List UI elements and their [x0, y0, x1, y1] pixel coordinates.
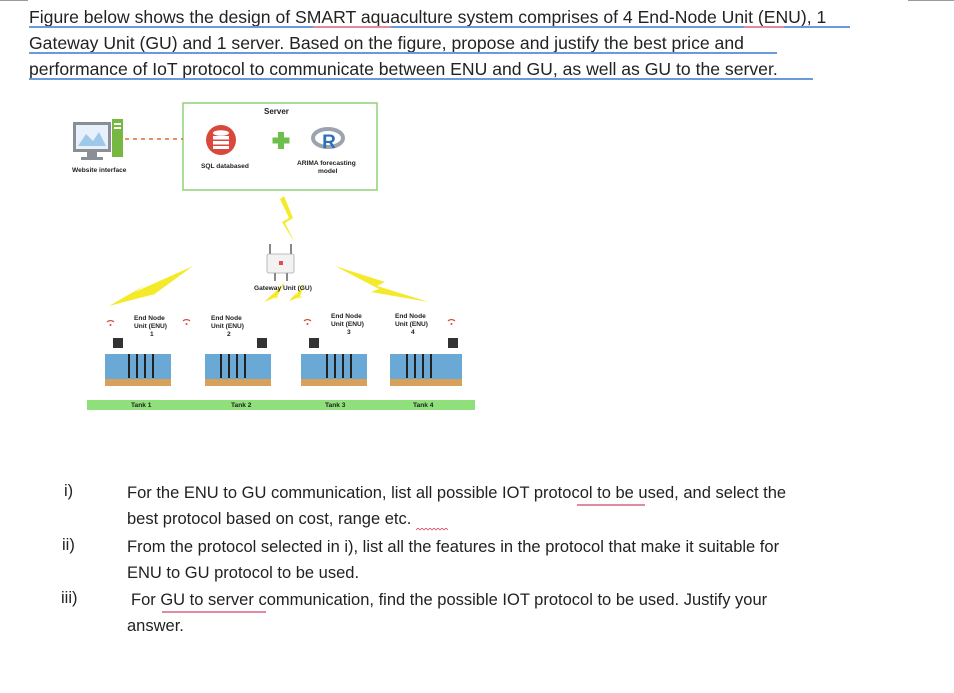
question-number: i)	[64, 482, 74, 500]
question-number: ii)	[62, 536, 75, 554]
spelling-underline-protocol	[577, 504, 645, 506]
tank-label: Tank 2	[231, 402, 252, 409]
svg-text:R: R	[322, 132, 336, 153]
intro-line-2: Gateway Unit (GU) and 1 server. Based on…	[29, 33, 744, 53]
wifi-icon	[303, 319, 312, 325]
tank-label: Tank 1	[131, 402, 152, 409]
enu-label-number: 4	[411, 329, 415, 336]
intro-line-1: Figure below shows the design of SMART a…	[29, 7, 827, 27]
spelling-underline-smart	[313, 26, 391, 28]
question-text-line: From the protocol selected in i), list a…	[127, 538, 780, 556]
bolt-enu3-gu	[289, 283, 305, 301]
gateway-label: Gateway Unit (GU)	[254, 285, 312, 292]
enu-label-number: 3	[347, 329, 351, 336]
tank-illustration	[205, 338, 271, 386]
tank-illustration	[105, 338, 171, 386]
wifi-icon	[106, 320, 115, 326]
server-link-bolt	[280, 196, 295, 243]
tank-label: Tank 4	[413, 402, 434, 409]
grammar-underline-2	[29, 52, 777, 54]
r-logo-icon: R	[311, 127, 345, 153]
tank-base-bar	[87, 400, 475, 410]
sql-database-label: SQL databased	[201, 163, 249, 170]
enu-label-number: 1	[150, 331, 154, 338]
enu-label-line2: Unit (ENU)	[134, 323, 167, 330]
enu-label-line2: Unit (ENU)	[395, 321, 428, 328]
bolt-enu1-gu	[109, 266, 193, 306]
arima-label-line2: model	[318, 168, 338, 175]
server-title: Server	[264, 107, 289, 116]
question-text-line: best protocol based on cost, range etc.	[127, 510, 412, 528]
question-text-line: ENU to GU protocol to be used.	[127, 564, 360, 582]
grammar-underline-3	[29, 78, 813, 80]
question-text-line: answer.	[127, 617, 184, 635]
page-corner-mark-right	[908, 0, 954, 1]
grammar-underline-1	[29, 26, 850, 28]
gateway-icon	[266, 244, 295, 281]
enu-label-line1: End Node	[134, 315, 165, 322]
plus-icon	[272, 132, 290, 149]
database-icon	[206, 125, 236, 155]
arima-label-line1: ARIMA forecasting	[297, 160, 356, 167]
enu-label-line1: End Node	[211, 315, 242, 322]
bolt-enu4-gu	[335, 266, 429, 302]
website-interface-label: Website interface	[72, 167, 127, 174]
enu-label-line1: End Node	[331, 313, 362, 320]
tank-illustration	[390, 338, 462, 386]
spelling-squiggle	[416, 528, 448, 531]
spelling-underline-gu-to-server	[162, 611, 266, 613]
question-number: iii)	[61, 589, 78, 607]
aquaculture-system-figure: R	[73, 102, 475, 410]
enu-label-line2: Unit (ENU)	[211, 323, 244, 330]
enu-label-line2: Unit (ENU)	[331, 321, 364, 328]
tank-illustration	[301, 338, 367, 386]
wifi-icon	[447, 319, 456, 325]
enu-label-number: 2	[227, 331, 231, 338]
intro-line-3: performance of IoT protocol to communica…	[29, 59, 778, 79]
question-text-line: For the ENU to GU communication, list al…	[127, 484, 787, 502]
page-corner-mark-left	[0, 0, 28, 1]
monitor-icon	[73, 119, 123, 160]
question-text-line: For GU to server communication, find the…	[131, 591, 768, 609]
spelling-underline-unit	[744, 26, 784, 28]
wifi-icon	[182, 319, 191, 325]
tank-label: Tank 3	[325, 402, 346, 409]
enu-label-line1: End Node	[395, 313, 426, 320]
